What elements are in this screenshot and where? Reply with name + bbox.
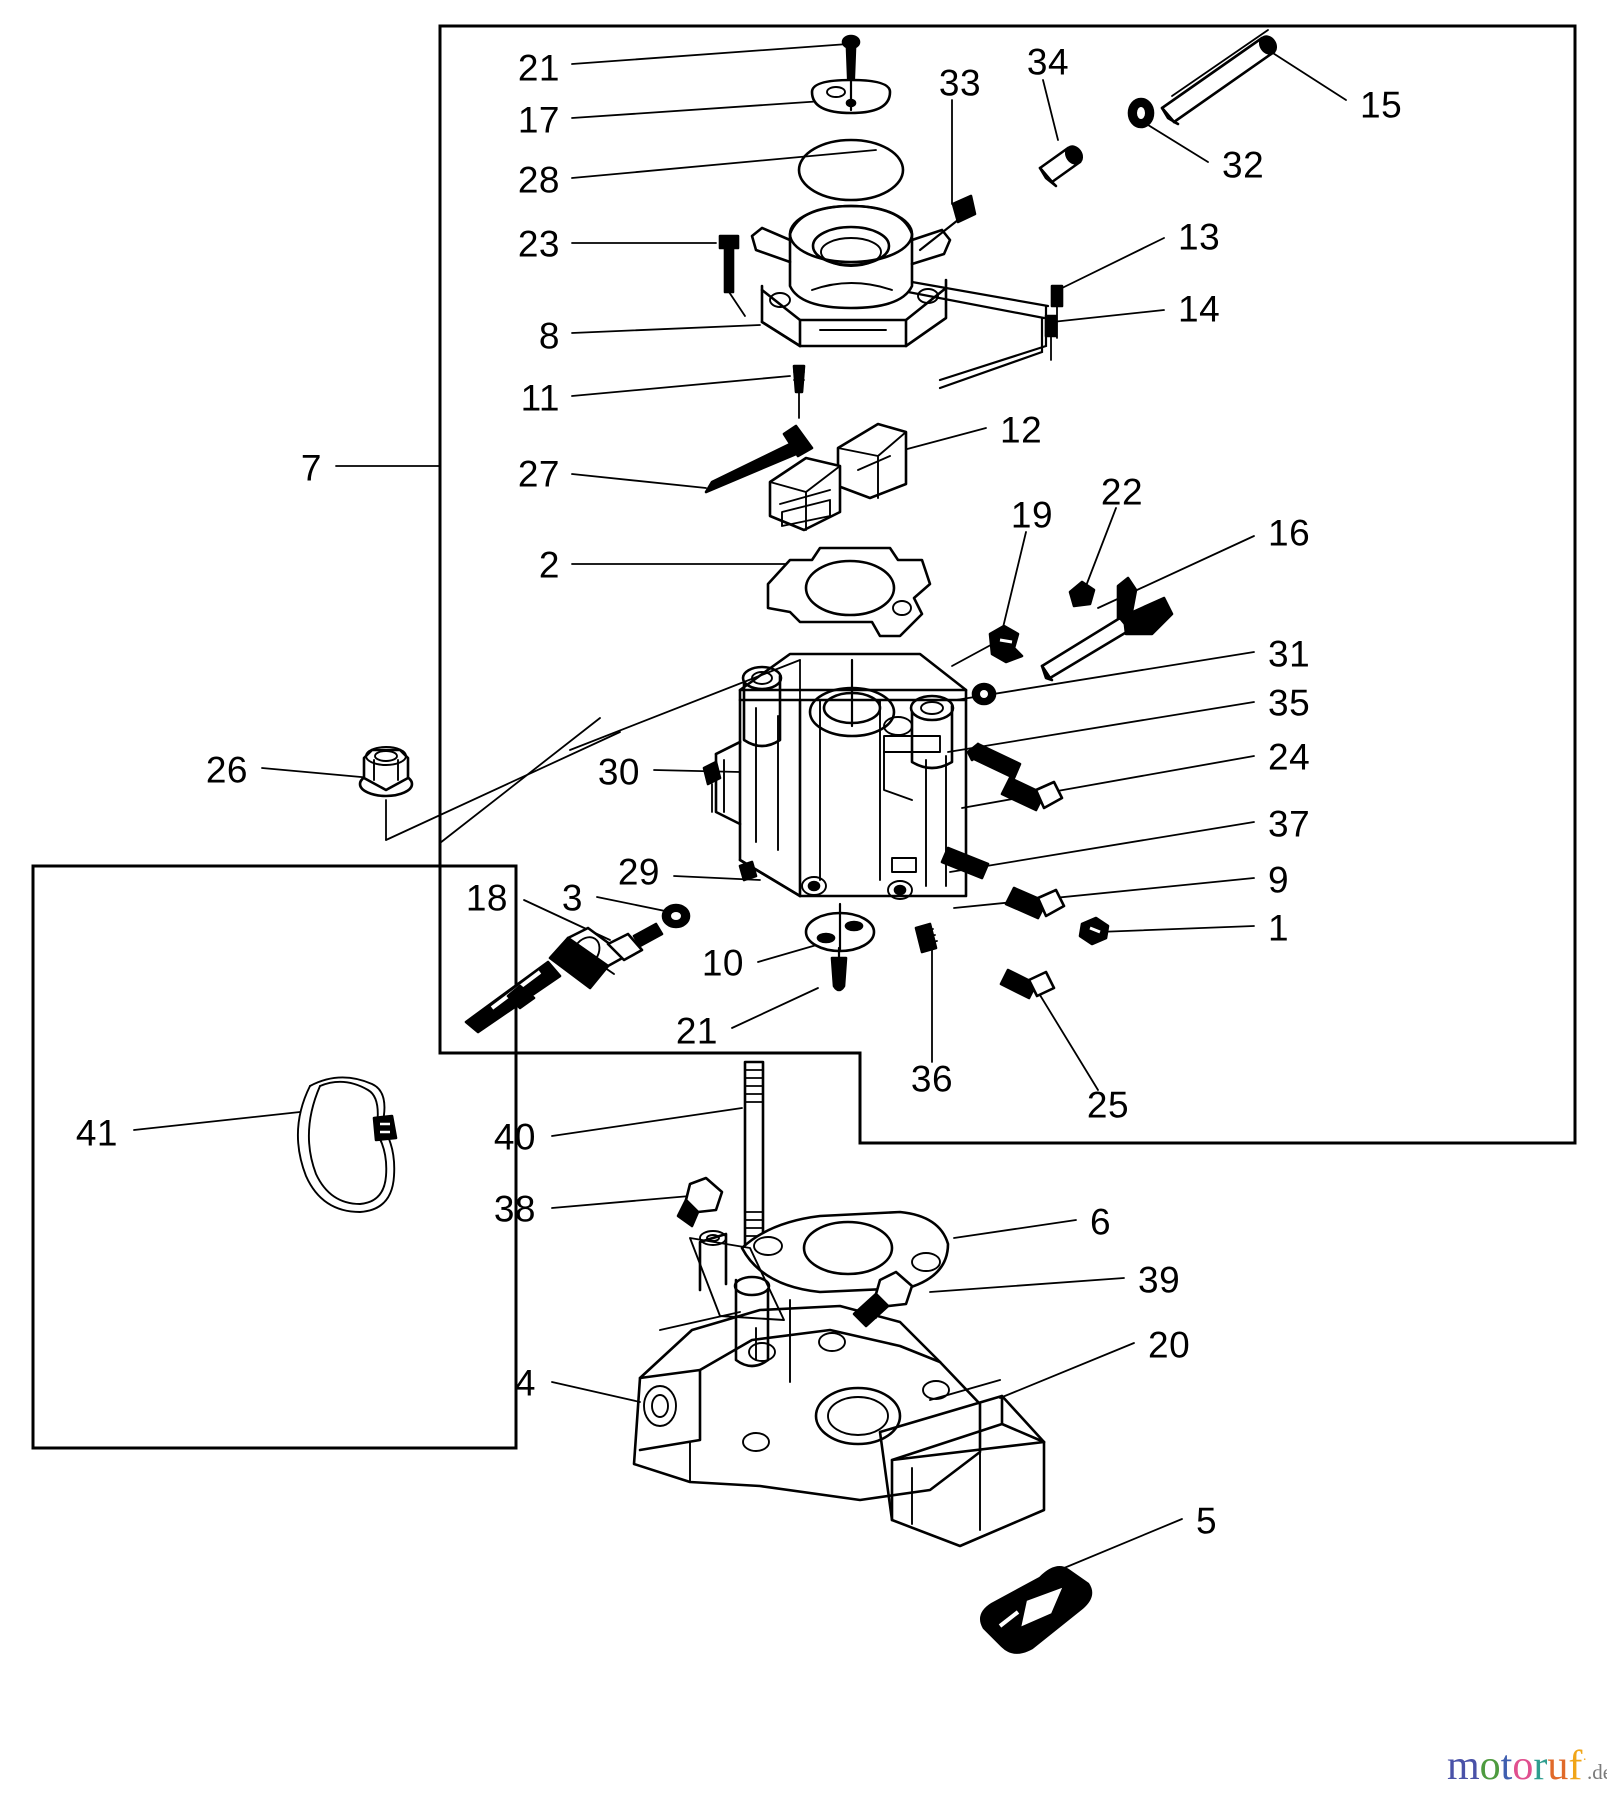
callout-39[interactable]: 39 [1138,1259,1181,1301]
callout-28[interactable]: 28 [517,159,560,201]
part-4-20-intake-manifold [632,1230,1046,1548]
leader-lines [133,43,1347,1579]
callout-33[interactable]: 33 [938,62,982,104]
part-41-retaining-clip [297,1076,398,1213]
logo-dot: · [1582,1753,1588,1768]
callout-19[interactable]: 19 [1010,494,1054,536]
part-8-carburetor-upper-body [750,204,952,348]
part-11-pin [792,364,806,419]
callout-5[interactable]: 5 [1196,1500,1218,1542]
part-16-throttle-shaft-lever [1040,576,1174,682]
intake-manifold-frame [440,1051,862,1143]
part-3-o-ring [661,903,691,929]
callout-26[interactable]: 26 [205,749,248,791]
part-18-fuel-filter [464,922,664,1034]
callout-36[interactable]: 36 [910,1058,954,1100]
callout-32[interactable]: 32 [1222,144,1265,186]
callout-41[interactable]: 41 [75,1112,118,1154]
throttle-linkage-rod [906,280,1050,390]
part-7-carburetor-main-body [714,652,968,900]
callout-13[interactable]: 13 [1178,216,1221,258]
part-32-o-ring-small [1127,97,1155,129]
callout-30[interactable]: 30 [597,751,640,793]
callout-21-top[interactable]: 21 [517,47,560,89]
callout-3[interactable]: 3 [561,877,583,919]
part-21-screw-bottom [830,946,848,992]
part-27-needle [704,442,798,494]
callout-37[interactable]: 37 [1268,803,1311,845]
callout-23[interactable]: 23 [517,223,560,265]
callout-9[interactable]: 9 [1268,859,1290,901]
logo-letter: u [1547,1743,1569,1789]
callout-34[interactable]: 34 [1026,41,1070,83]
callout-8[interactable]: 8 [538,315,560,357]
callout-16[interactable]: 16 [1268,512,1311,554]
part-29-pin [738,860,758,882]
logo-suffix: .de [1587,1760,1607,1784]
callout-21-bottom[interactable]: 21 [675,1010,718,1052]
part-22-key [1068,580,1096,608]
logo-letter: m [1447,1743,1480,1789]
part-28-o-ring [797,138,905,202]
logo-letter: f [1568,1743,1583,1789]
callout-15[interactable]: 15 [1360,84,1403,126]
part-17-cover-plate [810,78,892,115]
callout-11[interactable]: 11 [520,377,560,419]
logo-letter: o [1512,1743,1534,1789]
part-37-screw [940,846,990,880]
callout-14[interactable]: 14 [1178,288,1221,330]
callout-31[interactable]: 31 [1268,633,1311,675]
motoruf-watermark-logo[interactable]: motoruf·.de [1447,1745,1607,1787]
callout-38[interactable]: 38 [493,1188,536,1230]
callout-4[interactable]: 4 [514,1362,536,1404]
logo-letter: r [1533,1743,1548,1789]
part-33-jet [918,194,977,252]
part-5-gasket [980,1566,1093,1654]
retaining-clip-frame [31,864,518,1450]
callout-6[interactable]: 6 [1090,1201,1112,1243]
part-15-shaft [1160,29,1278,126]
part-26-flange-nut [358,746,414,798]
callout-12[interactable]: 12 [1000,409,1043,451]
callout-25[interactable]: 25 [1086,1084,1130,1126]
part-23-screw [718,234,746,317]
callout-40[interactable]: 40 [493,1116,536,1158]
part-25-screw [999,968,1056,1000]
part-38-bolt [676,1176,724,1228]
part-2-gasket [766,546,932,638]
callout-27[interactable]: 27 [517,453,560,495]
part-30-pin [702,760,722,813]
part-35-screw [966,742,1022,780]
callout-24[interactable]: 24 [1268,736,1311,778]
logo-letter: o [1479,1743,1501,1789]
callout-1[interactable]: 1 [1268,907,1290,949]
part-40-stud [743,1060,765,1252]
part-19-clip [988,624,1024,664]
part-31-pin [971,682,997,706]
part-10-washer-plate [804,902,876,953]
callout-22[interactable]: 22 [1100,471,1144,513]
callout-7[interactable]: 7 [300,447,322,489]
part-39-bolt [852,1270,914,1328]
part-1-nut [1078,916,1110,946]
part-36-pin [914,922,938,954]
part-24-screw [1000,776,1064,812]
callout-10[interactable]: 10 [701,942,744,984]
part-6-intake-gasket [740,1210,950,1294]
callout-29[interactable]: 29 [617,851,660,893]
part-14-pin [1044,314,1058,361]
callout-18[interactable]: 18 [465,877,508,919]
part-12-float-bracket [768,422,908,532]
callout-35[interactable]: 35 [1268,682,1311,724]
callout-20[interactable]: 20 [1148,1324,1191,1366]
callout-2[interactable]: 2 [538,544,560,586]
part-9-screw [1004,886,1066,920]
logo-letter: t [1500,1743,1513,1789]
part-34-bushing [1038,145,1084,188]
callout-17[interactable]: 17 [517,99,560,141]
